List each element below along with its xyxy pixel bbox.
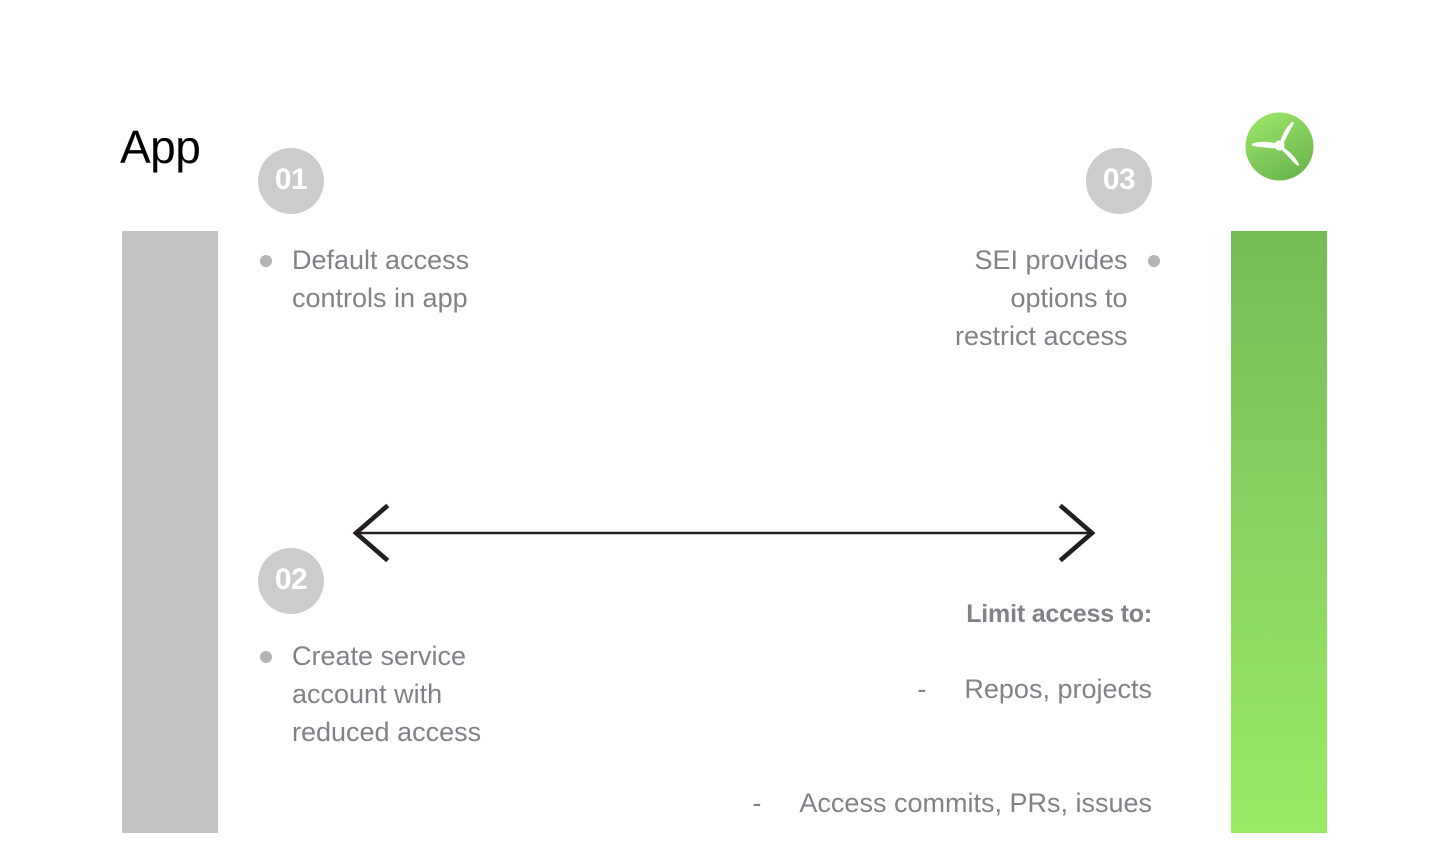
step-badge-01: 01 — [258, 148, 324, 214]
harness-sei-propeller-logo — [1245, 112, 1314, 181]
step-block-03: SEI provides options to restrict access — [955, 241, 1160, 355]
bullet-dot-icon — [260, 255, 272, 267]
step-text-03: SEI provides options to restrict access — [955, 245, 1128, 351]
limit-access-item-label: Access commits, PRs, issues — [799, 788, 1152, 818]
gray-accent-bar — [122, 231, 218, 833]
limit-access-item-label: Repos, projects — [964, 674, 1152, 704]
green-accent-bar — [1231, 231, 1327, 833]
step-badge-03: 03 — [1086, 148, 1152, 214]
dash-bullet: - — [917, 674, 927, 704]
bullet-dot-icon — [1147, 255, 1160, 267]
page-title: App — [120, 121, 201, 173]
double-headed-arrow-icon — [348, 503, 1100, 563]
step-block-01: Default access controls in app — [260, 241, 469, 317]
step-text-02: Create service account with reduced acce… — [292, 641, 482, 747]
step-block-02: Create service account with reduced acce… — [260, 637, 481, 751]
limit-access-list: Limit access to: - Repos, projects - Acces… — [600, 596, 1152, 848]
limit-access-heading: Limit access to: — [966, 600, 1152, 628]
step-badge-02: 02 — [258, 548, 324, 614]
dash-bullet: - — [752, 788, 762, 818]
bullet-dot-icon — [260, 651, 272, 663]
limit-access-item: - Access commits, PRs, issues — [600, 746, 1152, 848]
limit-access-item: - Repos, projects — [600, 632, 1152, 746]
step-text-01: Default access controls in app — [292, 245, 470, 313]
